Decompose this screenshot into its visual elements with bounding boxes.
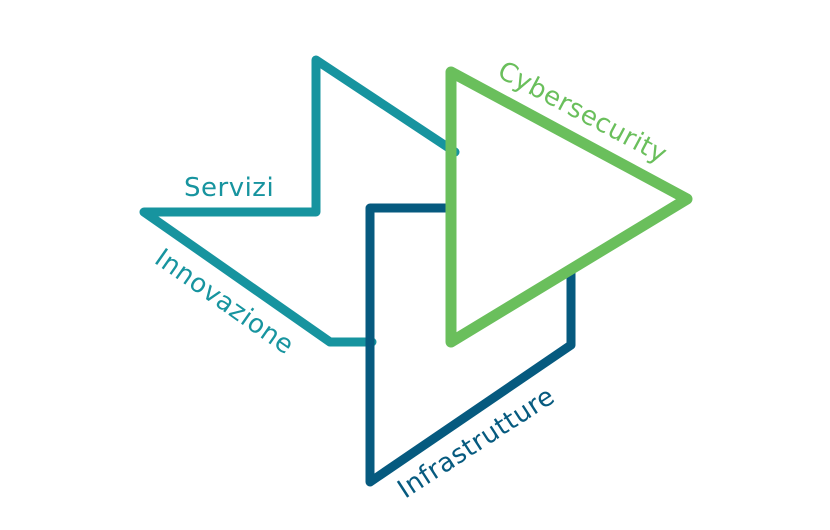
teal-shape (139, 55, 460, 347)
label-servizi: Servizi (184, 173, 274, 203)
label-infrastrutture: Infrastrutture (392, 381, 560, 505)
navy-shape (365, 203, 576, 487)
green-triangle (445, 66, 693, 348)
